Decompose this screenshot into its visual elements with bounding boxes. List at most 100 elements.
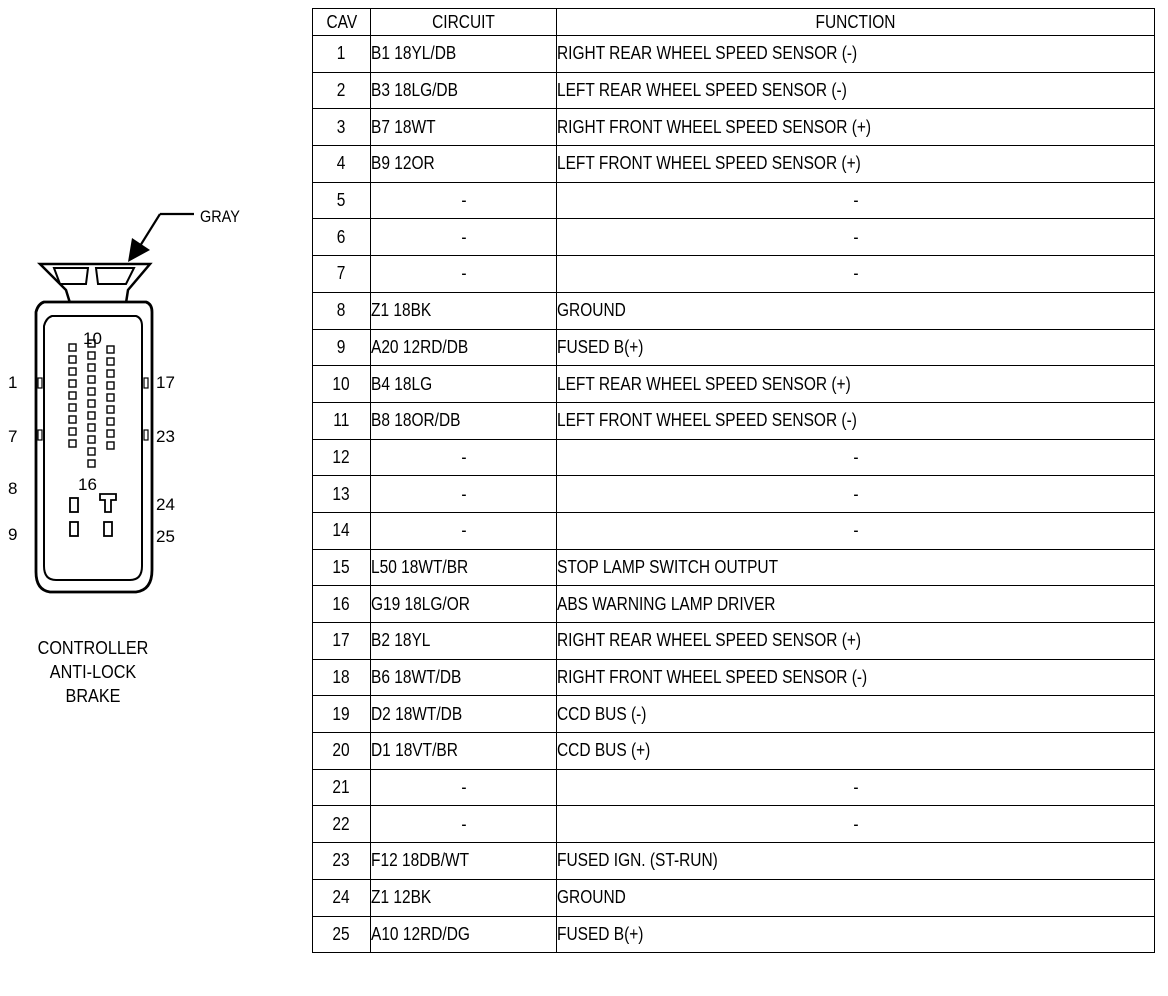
cell-cav: 11 xyxy=(312,401,371,440)
header-circuit: CIRCUIT xyxy=(370,8,557,36)
cell-circuit: - xyxy=(370,768,557,807)
side-key-7 xyxy=(37,429,43,441)
pin-label-25: 25 xyxy=(156,527,175,546)
cell-circuit: B8 18OR/DB xyxy=(370,401,557,440)
cell-function: FUSED IGN. (ST-RUN) xyxy=(556,842,1155,880)
pin-label-24: 24 xyxy=(156,495,175,514)
cavity-grid xyxy=(68,339,115,468)
pin-label-10: 10 xyxy=(83,329,102,348)
cell-cav: 3 xyxy=(312,108,371,147)
cell-cav: 7 xyxy=(312,255,371,293)
pin-label-7: 7 xyxy=(8,427,18,446)
header-function: FUNCTION xyxy=(556,8,1155,36)
cell-function: CCD BUS (-) xyxy=(556,695,1155,734)
cell-cav: 4 xyxy=(312,145,371,183)
cell-cav: 21 xyxy=(312,768,371,807)
cell-circuit: B7 18WT xyxy=(370,108,557,147)
cell-cav: 24 xyxy=(312,878,371,917)
cell-circuit: B1 18YL/DB xyxy=(370,35,557,73)
cell-circuit: - xyxy=(370,218,557,257)
caption-line-3: BRAKE xyxy=(65,686,121,706)
arrow-head-icon xyxy=(128,238,150,262)
cell-cav: 16 xyxy=(312,585,371,623)
cell-cav: 1 xyxy=(312,35,371,73)
side-key-1 xyxy=(37,377,43,389)
table-row: 21-- xyxy=(312,768,1155,807)
cell-cav: 14 xyxy=(312,511,371,550)
cell-circuit: Z1 12BK xyxy=(370,878,557,917)
leader-line-diagonal xyxy=(139,213,161,247)
cell-cav: 9 xyxy=(312,328,371,367)
cell-circuit: B3 18LG/DB xyxy=(370,71,557,110)
cell-cav: 8 xyxy=(312,291,371,330)
cell-circuit: B4 18LG xyxy=(370,365,557,403)
cell-cav: 10 xyxy=(312,365,371,403)
side-key-17 xyxy=(143,377,149,389)
latch-slot-left xyxy=(52,267,90,285)
cell-function: FUSED B(+) xyxy=(556,915,1155,954)
cell-circuit: A10 12RD/DG xyxy=(370,915,557,954)
cell-function: - xyxy=(556,475,1155,513)
cell-function: LEFT FRONT WHEEL SPEED SENSOR (+) xyxy=(556,145,1155,183)
side-key-23 xyxy=(143,429,149,441)
pin-label-17: 17 xyxy=(156,373,175,392)
cell-circuit: L50 18WT/BR xyxy=(370,548,557,587)
pin-label-8: 8 xyxy=(8,479,18,498)
cell-circuit: F12 18DB/WT xyxy=(370,842,557,880)
connector-caption: CONTROLLER ANTI-LOCK BRAKE xyxy=(9,636,176,708)
cell-circuit: - xyxy=(370,181,557,220)
cell-function: - xyxy=(556,768,1155,807)
latch-slot-right xyxy=(94,267,136,285)
cell-circuit: B9 12OR xyxy=(370,145,557,183)
pin-label-16: 16 xyxy=(78,475,97,494)
cell-function: - xyxy=(556,511,1155,550)
cell-circuit: - xyxy=(370,438,557,477)
cell-function: RIGHT REAR WHEEL SPEED SENSOR (+) xyxy=(556,622,1155,660)
cell-cav: 20 xyxy=(312,732,371,770)
caption-line-2: ANTI-LOCK xyxy=(49,662,137,682)
table-row: 5-- xyxy=(312,181,1155,220)
cell-cav: 5 xyxy=(312,181,371,220)
table-row: 6-- xyxy=(312,218,1155,257)
cell-function: GROUND xyxy=(556,291,1155,330)
cell-function: STOP LAMP SWITCH OUTPUT xyxy=(556,548,1155,587)
cell-function: LEFT FRONT WHEEL SPEED SENSOR (-) xyxy=(556,401,1155,440)
table-row: 22-- xyxy=(312,805,1155,844)
cell-circuit: - xyxy=(370,805,557,844)
cell-circuit: B6 18WT/DB xyxy=(370,658,557,697)
power-cavities xyxy=(69,493,117,537)
connector-outline xyxy=(34,212,194,594)
cell-function: ABS WARNING LAMP DRIVER xyxy=(556,585,1155,623)
cell-function: - xyxy=(556,218,1155,257)
cell-function: RIGHT FRONT WHEEL SPEED SENSOR (+) xyxy=(556,108,1155,147)
cell-function: LEFT REAR WHEEL SPEED SENSOR (+) xyxy=(556,365,1155,403)
header-cav: CAV xyxy=(312,8,371,36)
cell-cav: 18 xyxy=(312,658,371,697)
cell-circuit: D1 18VT/BR xyxy=(370,732,557,770)
connector-body xyxy=(34,300,154,594)
cell-function: - xyxy=(556,438,1155,477)
cell-cav: 12 xyxy=(312,438,371,477)
cell-circuit: A20 12RD/DB xyxy=(370,328,557,367)
table-row: 12-- xyxy=(312,438,1155,477)
cell-function: FUSED B(+) xyxy=(556,328,1155,367)
cell-cav: 15 xyxy=(312,548,371,587)
connector-diagram: GRAY 10 16 1 7 8 9 17 23 24 25 CONTROLLE… xyxy=(0,0,300,996)
table-row: 14-- xyxy=(312,511,1155,550)
